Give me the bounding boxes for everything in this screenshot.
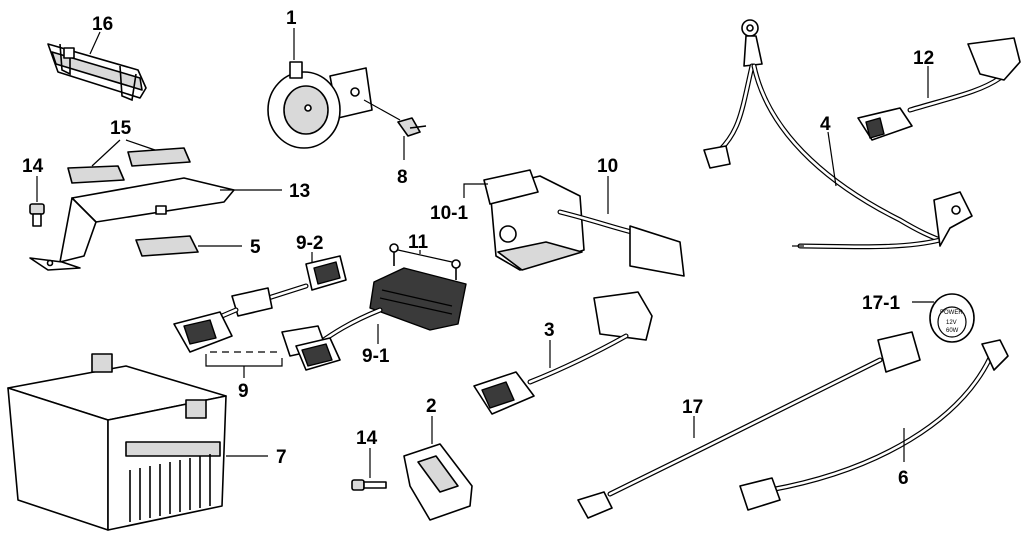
callout-5: 5 bbox=[198, 237, 261, 258]
label-7: 7 bbox=[276, 447, 287, 468]
label-10-1: 10-1 bbox=[430, 203, 468, 224]
callout-15: 15 bbox=[91, 118, 156, 167]
callout-7: 7 bbox=[226, 447, 287, 468]
socket-print-power: POWER bbox=[940, 310, 963, 316]
label-17: 17 bbox=[682, 397, 703, 418]
callout-4: 4 bbox=[820, 114, 837, 187]
label-6: 6 bbox=[898, 468, 909, 489]
callout-12: 12 bbox=[913, 48, 934, 98]
callout-8: 8 bbox=[397, 136, 408, 188]
battery-vents bbox=[129, 454, 211, 522]
callout-14-bottom: 14 bbox=[356, 428, 378, 478]
callout-2: 2 bbox=[426, 396, 437, 444]
label-3: 3 bbox=[544, 320, 555, 341]
callout-9-1: 9-1 bbox=[362, 324, 390, 367]
socket-print-wattage: 60W bbox=[946, 328, 959, 334]
callout-16: 16 bbox=[89, 14, 113, 55]
part-11-screws bbox=[389, 243, 461, 280]
callout-17-1: 17-1 bbox=[862, 293, 934, 314]
callout-13: 13 bbox=[220, 181, 310, 202]
part-17-1-socket-cap: POWER 12V 60W bbox=[929, 293, 975, 343]
label-9-1: 9-1 bbox=[362, 346, 390, 367]
part-9-1-regulator bbox=[315, 267, 467, 347]
part-14-bolt-left bbox=[29, 203, 45, 227]
part-7-battery bbox=[7, 353, 227, 531]
callout-11: 11 bbox=[408, 232, 429, 254]
label-17-1: 17-1 bbox=[862, 293, 900, 314]
callout-10-1: 10-1 bbox=[430, 183, 488, 224]
label-10: 10 bbox=[597, 156, 618, 177]
label-2: 2 bbox=[426, 396, 437, 417]
label-16: 16 bbox=[92, 14, 113, 35]
label-15: 15 bbox=[110, 118, 132, 139]
callout-6: 6 bbox=[898, 428, 909, 489]
part-3-harness bbox=[473, 291, 653, 415]
part-15-pads bbox=[67, 147, 191, 184]
label-11: 11 bbox=[408, 232, 429, 253]
part-5-pad bbox=[135, 235, 199, 257]
part-13-bracket bbox=[29, 177, 235, 271]
callout-3: 3 bbox=[544, 320, 555, 368]
label-8: 8 bbox=[397, 167, 408, 188]
part-9-2-connector bbox=[205, 255, 347, 325]
part-16-clamp bbox=[47, 43, 147, 102]
label-12: 12 bbox=[913, 48, 934, 69]
label-13: 13 bbox=[289, 181, 310, 202]
callout-9: 9 bbox=[205, 354, 283, 402]
part-6-cable bbox=[739, 339, 1009, 511]
callout-1: 1 bbox=[286, 8, 297, 60]
callout-9-2: 9-2 bbox=[296, 233, 323, 262]
part-1-horn bbox=[267, 61, 373, 149]
part-4-cable bbox=[703, 19, 973, 250]
label-14-bottom: 14 bbox=[356, 428, 378, 449]
socket-print-voltage: 12V bbox=[946, 320, 957, 326]
callout-10: 10 bbox=[597, 156, 618, 214]
part-8-screw bbox=[363, 99, 427, 137]
label-9: 9 bbox=[238, 381, 249, 402]
part-17-harness bbox=[577, 331, 921, 519]
part-10-relay bbox=[483, 169, 685, 277]
label-9-2: 9-2 bbox=[296, 233, 323, 254]
part-2-bracket bbox=[403, 443, 473, 521]
label-5: 5 bbox=[250, 237, 261, 258]
callout-14-left: 14 bbox=[22, 156, 44, 202]
part-14-bolt-bottom bbox=[351, 479, 387, 491]
callout-17: 17 bbox=[682, 397, 703, 438]
part-12-harness bbox=[857, 37, 1021, 141]
label-14-left: 14 bbox=[22, 156, 44, 177]
label-1: 1 bbox=[286, 8, 297, 29]
part-9-connectors bbox=[173, 311, 341, 371]
label-4: 4 bbox=[820, 114, 831, 135]
